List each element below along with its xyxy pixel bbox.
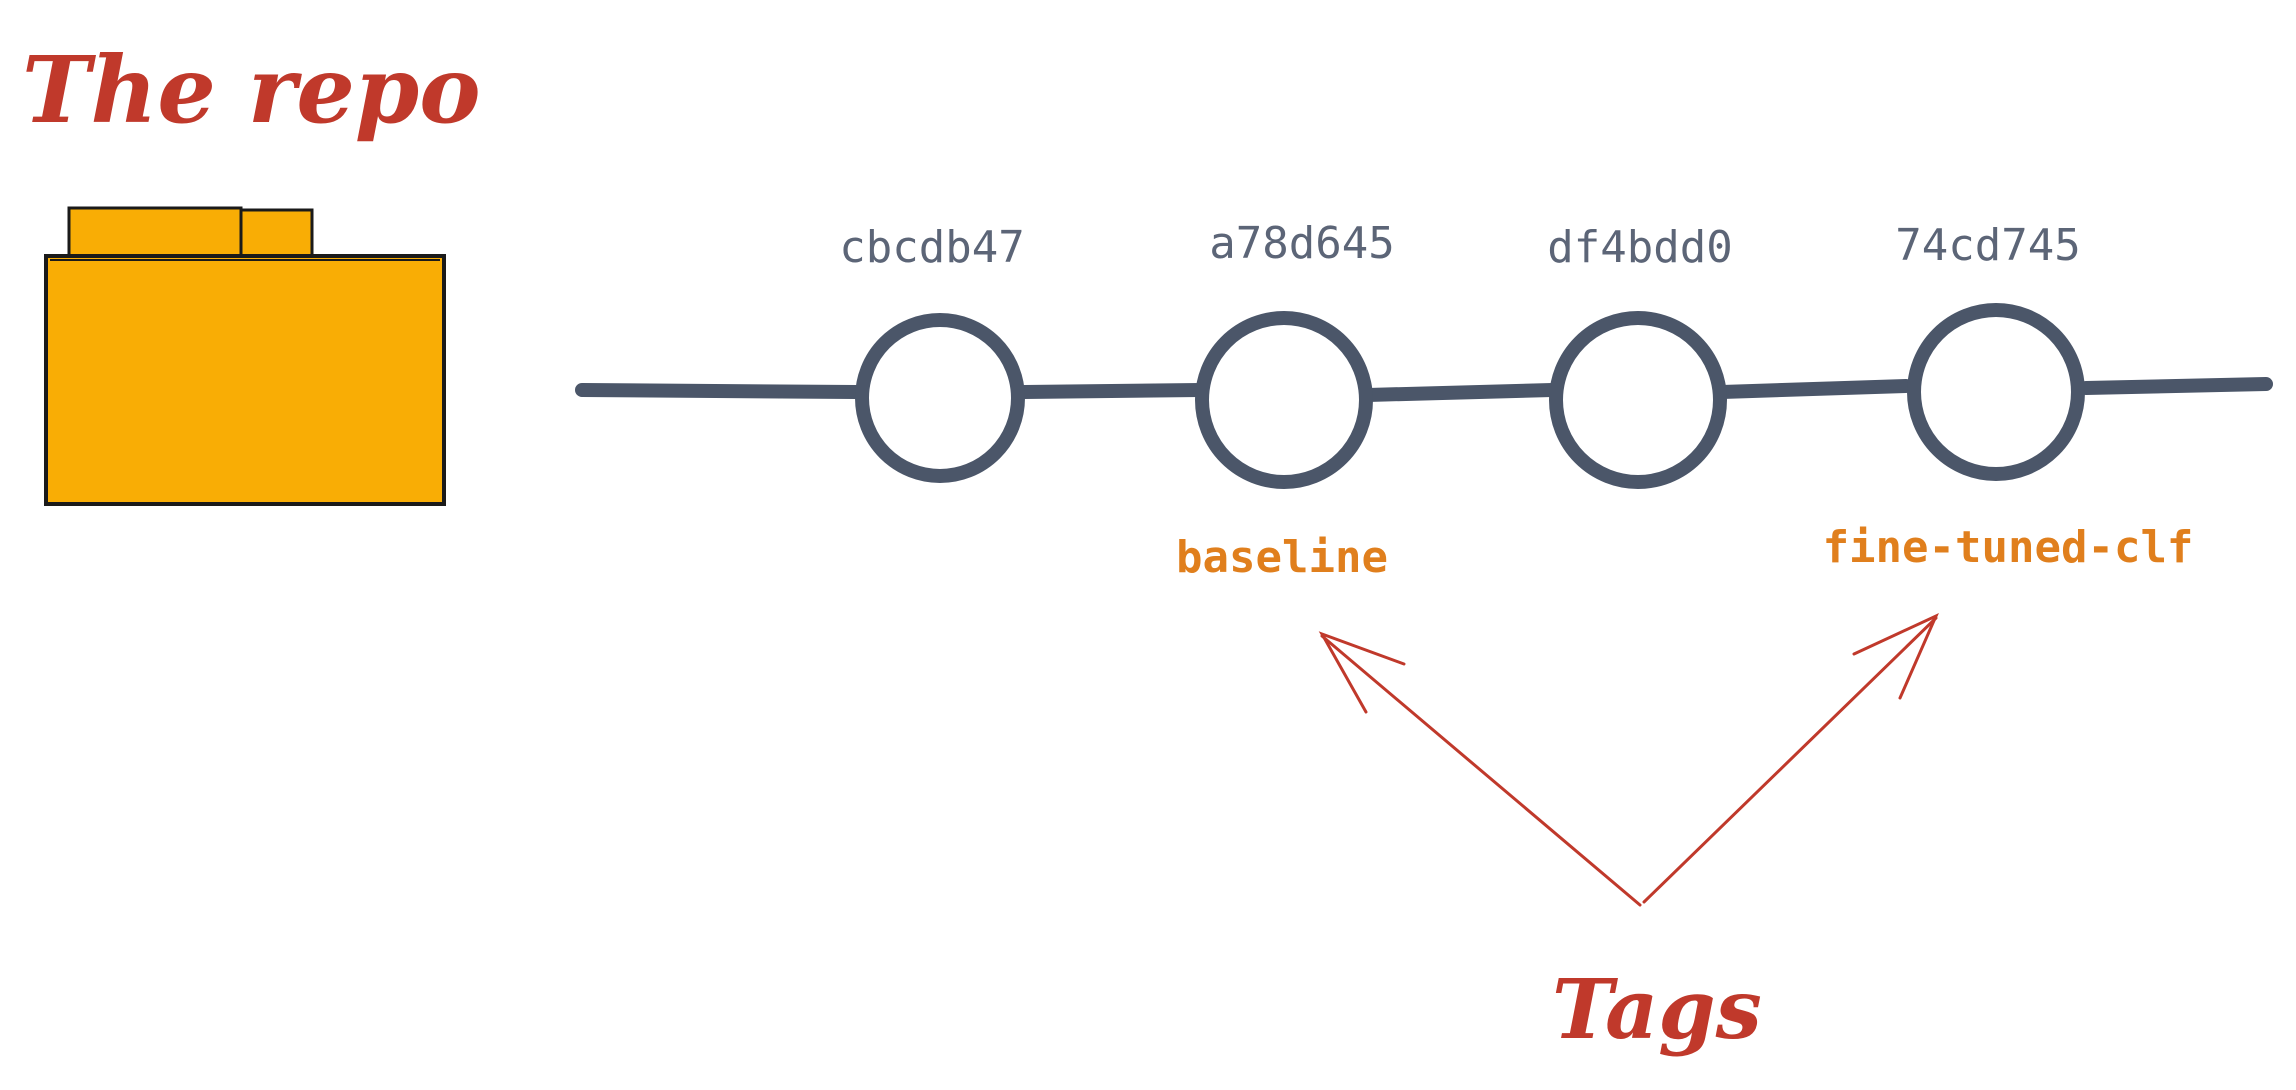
annotation-label: Tags bbox=[1552, 962, 1762, 1058]
tag-arrows bbox=[1318, 612, 1939, 907]
commit-node bbox=[1907, 303, 2085, 481]
commit-node bbox=[855, 313, 1025, 483]
arrow-to-baseline bbox=[1320, 634, 1642, 907]
folder-icon bbox=[44, 206, 446, 506]
commit-node bbox=[1549, 311, 1727, 489]
arrowhead bbox=[1852, 612, 1939, 700]
arrow-to-fine-tuned-clf bbox=[1642, 616, 1938, 904]
timeline-segment bbox=[2079, 377, 2273, 395]
commit-timeline bbox=[575, 377, 2273, 402]
commit-hash: df4bdd0 bbox=[1547, 222, 1732, 273]
commit-node bbox=[1195, 311, 1373, 489]
arrowhead bbox=[1318, 631, 1406, 714]
timeline-segment bbox=[1017, 383, 1207, 399]
tag-label: fine-tuned-clf bbox=[1823, 522, 2194, 573]
commit-hash: cbcdb47 bbox=[839, 222, 1024, 273]
commit-hash: a78d645 bbox=[1209, 218, 1394, 269]
commit-hash: 74cd745 bbox=[1895, 220, 2080, 271]
timeline-segment bbox=[575, 383, 863, 399]
timeline-segment bbox=[1361, 383, 1559, 402]
timeline-segment bbox=[1715, 379, 1913, 399]
tag-label: baseline bbox=[1176, 532, 1388, 583]
diagram-title: The repo bbox=[22, 36, 481, 144]
commit-nodes bbox=[855, 303, 2085, 489]
